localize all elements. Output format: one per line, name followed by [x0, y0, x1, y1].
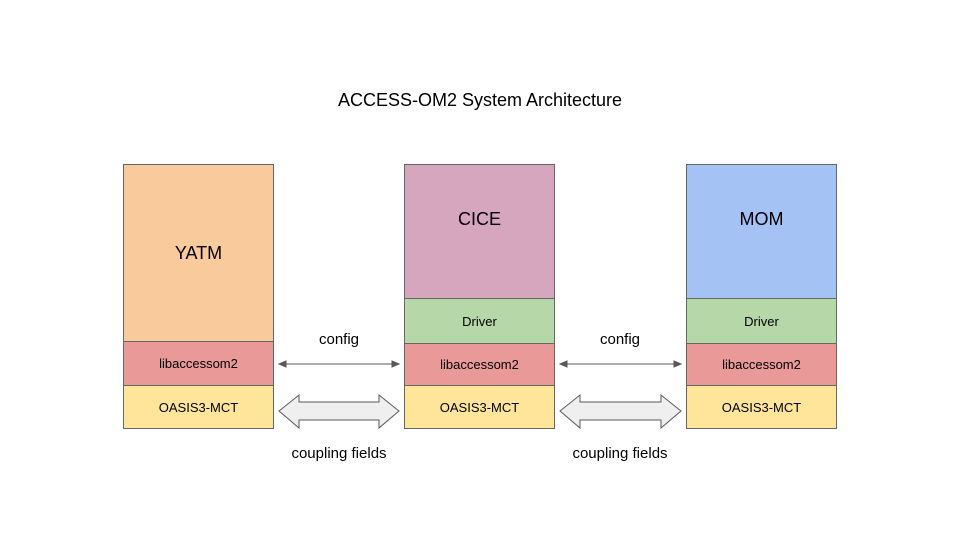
config-label-right: config [599, 331, 641, 348]
coupling-arrow-right [559, 393, 682, 430]
config-arrow-right [558, 360, 683, 368]
coupling-fields-label-right: coupling fields [572, 445, 668, 462]
mom-libaccessom2-block: libaccessom2 [686, 343, 837, 386]
config-label-left: config [318, 331, 360, 348]
diagram-title: ACCESS-OM2 System Architecture [337, 90, 623, 110]
config-arrow-left [277, 360, 401, 368]
yatm-libaccessom2-block: libaccessom2 [123, 341, 274, 386]
cice-block: CICE [404, 164, 555, 299]
mom-block: MOM [686, 164, 837, 299]
cice-libaccessom2-block: libaccessom2 [404, 343, 555, 386]
cice-driver-block: Driver [404, 298, 555, 344]
mom-oasis-block: OASIS3-MCT [686, 385, 837, 429]
yatm-block: YATM [123, 164, 274, 342]
cice-oasis-block: OASIS3-MCT [404, 385, 555, 429]
coupling-fields-label-left: coupling fields [291, 445, 387, 462]
coupling-arrow-left [278, 393, 400, 430]
yatm-oasis-block: OASIS3-MCT [123, 385, 274, 429]
